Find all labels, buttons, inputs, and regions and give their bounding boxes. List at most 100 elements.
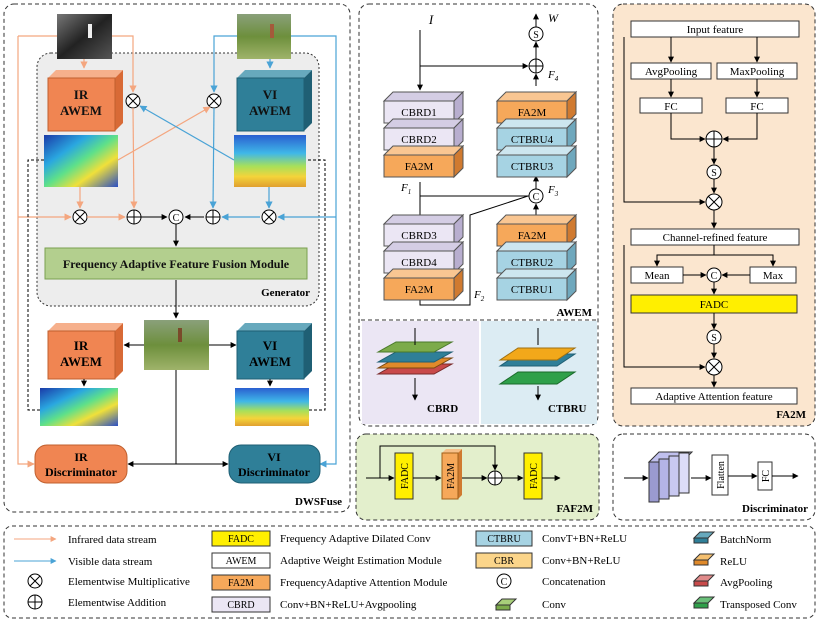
fa2m-lines xyxy=(623,37,776,388)
legend-ctbru-key-box xyxy=(475,530,533,547)
ctbru-label: CTBRU xyxy=(548,403,587,415)
frequency-fusion-module xyxy=(44,247,308,280)
fc1-text: FC xyxy=(664,101,677,113)
discriminator-lines xyxy=(624,473,799,481)
visible-source-image xyxy=(237,14,291,59)
channel-refined-text: Channel-refined feature xyxy=(663,232,768,244)
awem-concat-symbol: C xyxy=(533,192,540,203)
vi-disc-label-bottom: Discriminator xyxy=(238,465,311,479)
awem-right-label-1: FA2M xyxy=(518,107,547,119)
fa2m-concat-symbol: C xyxy=(711,271,718,282)
legend-relu-icon xyxy=(692,553,716,566)
flatten-box xyxy=(711,454,729,496)
awem-right-block-4: FA2M xyxy=(495,213,578,248)
legend-concat-circle xyxy=(496,573,512,589)
legend-panel: Infrared data stream Visible data stream… xyxy=(3,525,816,619)
ir-awem-block: IR AWEM xyxy=(47,70,123,132)
concat-symbol: C xyxy=(173,213,180,224)
legend-cbrd-key: CBRD xyxy=(227,600,254,611)
ir-weight-map xyxy=(44,135,118,187)
discriminator-title: Discriminator xyxy=(742,503,808,515)
legend-ir-text: Infrared data stream xyxy=(68,534,157,546)
faf2m-fa2m-top xyxy=(442,449,462,453)
legend-avgpool-icon xyxy=(692,574,716,587)
ffm-label: Frequency Adaptive Feature Fusion Module xyxy=(63,257,290,271)
infrared-stream-lines xyxy=(17,35,211,468)
faf2m-fadc1 xyxy=(394,452,414,500)
awem-left-label-6: FA2M xyxy=(405,284,434,296)
ir-disc-label-top: IR xyxy=(74,450,88,464)
legend-relu-desc: ReLU xyxy=(720,556,747,568)
channel-refined-box xyxy=(630,228,800,246)
awem-right-block-1: FA2M xyxy=(495,90,578,125)
legend-awem-key: AWEM xyxy=(226,556,257,567)
legend-cbr-key-box xyxy=(475,552,533,569)
awem-left-label-2: CBRD2 xyxy=(401,134,436,146)
faf2m-lines xyxy=(366,445,561,481)
awem-concat-circle xyxy=(528,188,544,204)
maxpool-text: MaxPooling xyxy=(730,66,785,78)
awem-right-label-5: CTBRU2 xyxy=(511,257,553,269)
awem-f1-label: F1 xyxy=(400,182,411,196)
faf2m-fa2m xyxy=(441,452,459,500)
legend-fa2m-desc: FrequencyAdaptive Attention Module xyxy=(280,577,448,589)
vi-weight-map xyxy=(234,135,306,187)
fa2m-mul2-symbol xyxy=(707,360,721,374)
ir-awem-lower-top: IR xyxy=(74,338,89,353)
legend-batchnorm-icon xyxy=(692,531,716,544)
legend-fa2m-key: FA2M xyxy=(228,578,254,589)
fused-image xyxy=(144,320,209,370)
awem-output-label: W xyxy=(548,11,559,25)
flatten-text: Flatten xyxy=(716,461,727,489)
legend-cbrd-key-box xyxy=(211,596,271,613)
faf2m-title: FAF2M xyxy=(557,503,594,515)
ir-lower-weight-map xyxy=(40,388,118,426)
cbrd-label: CBRD xyxy=(427,403,458,415)
awem-right-block-6: CTBRU1 xyxy=(495,267,578,302)
fa2m-title: FA2M xyxy=(776,409,806,421)
awem-f2-label: F2 xyxy=(473,289,485,303)
fa2m-mul1-symbol xyxy=(707,195,721,209)
legend-concat-symbol: C xyxy=(501,577,508,588)
ir-disc-label-bottom: Discriminator xyxy=(45,465,118,479)
ir-awem-lower-bottom: AWEM xyxy=(60,354,102,369)
dwsfuse-panel: IR AWEM VI AWEM C xyxy=(3,3,351,513)
legend-cbr-desc: Conv+BN+ReLU xyxy=(542,555,620,567)
legend-ctbru-key: CTBRU xyxy=(487,534,521,545)
faf2m-panel: FADC FA2M FADC FAF2M xyxy=(355,433,600,521)
vi-awem-lower-block: VI AWEM xyxy=(236,323,312,380)
vi-disc-label-top: VI xyxy=(267,450,281,464)
awem-left-block-1: CBRD1 xyxy=(382,90,465,125)
fc2-text: FC xyxy=(750,101,763,113)
discriminator-panel: Flatten FC Discriminator xyxy=(612,433,816,521)
awem-title: AWEM xyxy=(557,307,593,319)
ctbru-icon xyxy=(498,328,577,400)
awem-f4-label: F4 xyxy=(547,69,559,83)
legend-fadc-desc: Frequency Adaptive Dilated Conv xyxy=(280,533,431,545)
max-text: Max xyxy=(763,270,784,282)
legend-transposed-icon xyxy=(692,596,716,609)
legend-cbrd-desc: Conv+BN+ReLU+Avgpooling xyxy=(280,599,417,611)
awem-border xyxy=(358,3,599,427)
awem-left-block-5: CBRD4 xyxy=(382,240,465,275)
legend-cbr-key: CBR xyxy=(494,556,514,567)
fa2m-input-text: Input feature xyxy=(687,24,744,36)
infrared-person-figure xyxy=(88,24,92,38)
ir-awem-label-bottom: AWEM xyxy=(60,103,102,118)
legend-batchnorm-desc: BatchNorm xyxy=(720,534,772,546)
awem-left-block-3: FA2M xyxy=(382,144,465,179)
discriminator-border xyxy=(612,433,816,521)
legend-fadc-key: FADC xyxy=(228,534,254,545)
awem-add-symbol xyxy=(529,59,543,73)
adaptive-attention-box xyxy=(630,387,798,405)
ir-awem-label-top: IR xyxy=(74,87,89,102)
legend-ctbru-desc: ConvT+BN+ReLU xyxy=(542,533,627,545)
visible-stream-lines xyxy=(139,35,337,468)
awem-input-label: I xyxy=(428,12,434,27)
faf2m-fadc2 xyxy=(523,452,543,500)
awem-sigmoid-symbol: S xyxy=(533,30,539,41)
weight-map-dashed-lines xyxy=(27,159,326,411)
faf2m-fa2m-side xyxy=(458,449,462,499)
fa2m-sigmoid2: S xyxy=(711,333,717,344)
